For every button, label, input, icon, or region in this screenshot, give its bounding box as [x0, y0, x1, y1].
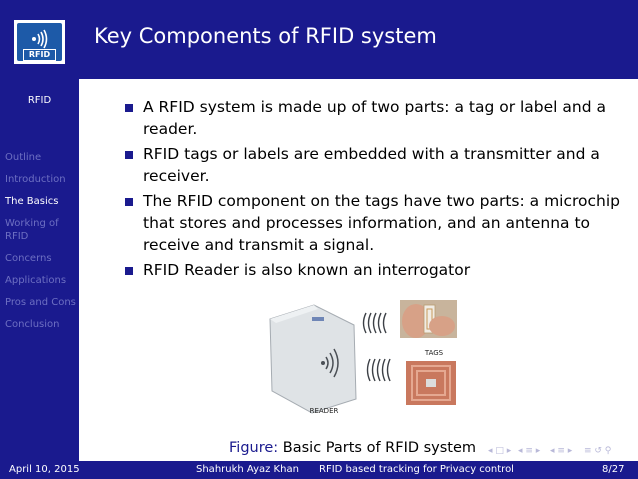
tags-label: TAGS: [424, 349, 444, 357]
bullet-item: RFID Reader is also known an interrogato…: [124, 259, 624, 281]
radio-waves-icon: [362, 312, 391, 382]
bullet-item: RFID tags or labels are embedded with a …: [124, 143, 624, 187]
rfid-figure: TAGS READER: [266, 299, 459, 420]
caption-text: Basic Parts of RFID system: [282, 440, 477, 456]
reader-label: READER: [310, 407, 339, 415]
sidebar-item-the-basics[interactable]: The Basics: [5, 196, 59, 207]
sidebar-item-working-of-rfid[interactable]: Working of RFID: [5, 218, 59, 242]
search-icon[interactable]: ≡ ↺ ⚲: [584, 446, 612, 456]
rfid-logo: RFID: [14, 20, 65, 64]
sidebar-item-conclusion[interactable]: Conclusion: [5, 319, 60, 330]
sidebar-item-introduction[interactable]: Introduction: [5, 174, 66, 185]
wireless-signal-icon: [32, 29, 48, 49]
bullet-item: The RFID component on the tags have two …: [124, 190, 624, 256]
bullet-item: A RFID system is made up of two parts: a…: [124, 96, 624, 140]
sidebar: RFID RFID Outline Introduction The Basic…: [0, 0, 79, 461]
caption-label: Figure:: [229, 440, 279, 456]
bullet-list: A RFID system is made up of two parts: a…: [124, 96, 624, 284]
footer-title: RFID based tracking for Privacy control: [319, 464, 514, 475]
section-nav-icon[interactable]: ◂ ≡ ▸: [550, 446, 573, 456]
sidebar-section-title: RFID: [27, 95, 52, 106]
sidebar-item-outline[interactable]: Outline: [5, 152, 42, 163]
logo-text: RFID: [23, 49, 56, 61]
figure-caption: Figure: Basic Parts of RFID system: [229, 440, 476, 456]
rfid-tag-sticker-icon: [406, 361, 456, 405]
footer-date: April 10, 2015: [9, 464, 80, 475]
reader-device-icon: [269, 304, 357, 414]
sidebar-nav: Outline Introduction The Basics Working …: [5, 151, 77, 340]
sidebar-item-pros-and-cons[interactable]: Pros and Cons: [5, 297, 76, 308]
sidebar-item-applications[interactable]: Applications: [5, 275, 67, 286]
sidebar-item-concerns[interactable]: Concerns: [5, 253, 52, 264]
footer-bar: April 10, 2015 Shahrukh Ayaz Khan RFID b…: [0, 461, 638, 479]
slide-header: Key Components of RFID system: [79, 0, 638, 79]
rfid-tag-card-icon: [400, 300, 457, 338]
frame-nav-icon[interactable]: ◂ ≡ ▸: [518, 446, 541, 456]
slide-nav-back-icon[interactable]: ◂ □ ▸: [488, 446, 512, 456]
slide-title: Key Components of RFID system: [94, 24, 437, 48]
footer-page-number: 8/27: [602, 464, 625, 475]
footer-author: Shahrukh Ayaz Khan: [196, 464, 299, 475]
